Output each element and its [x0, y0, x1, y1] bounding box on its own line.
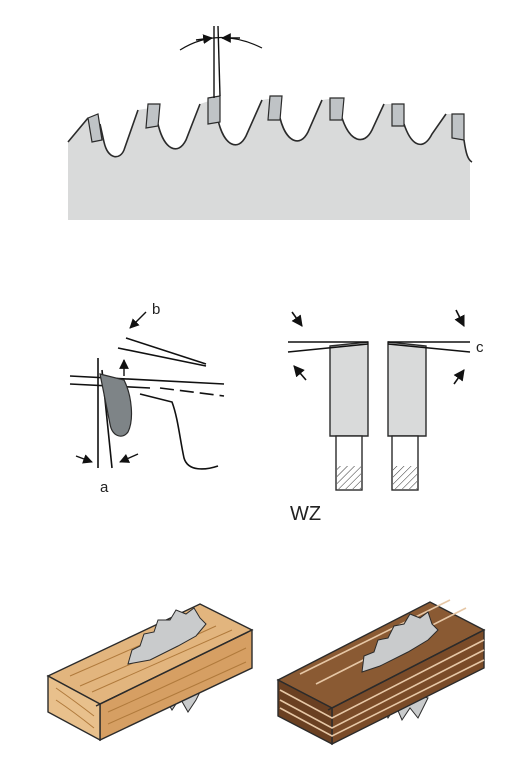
tooth-tip: [391, 103, 405, 127]
tooth-tip: [87, 113, 103, 143]
wood-grain: [55, 619, 247, 729]
saw-kerf: [327, 631, 481, 711]
c-arrow-tl: [291, 311, 303, 327]
a-arrow-right: [119, 453, 139, 463]
blade-outline: [67, 99, 473, 163]
saw-kerf: [95, 631, 249, 707]
bevel-left-lower: [287, 343, 369, 353]
saw-blade-upper: [361, 611, 439, 673]
c-arrow-tr: [454, 309, 465, 328]
label-a: a: [100, 479, 109, 496]
solid-wood-cut-illustration: [46, 603, 254, 742]
bevel-right-lower: [387, 343, 471, 353]
reference-line-dashed: [159, 387, 225, 397]
rake-clearance-angle-diagram: b a: [69, 301, 225, 496]
right-hatch: [393, 466, 417, 489]
tooth-tip: [207, 95, 221, 125]
wz-tooth-front-view-diagram: c WZ: [287, 309, 484, 525]
top-bevel-line: [125, 337, 207, 365]
c-arrow-bl: [293, 365, 307, 381]
tooth-profile-diagram: [67, 25, 473, 220]
layered-board-cut-illustration: [276, 599, 486, 746]
right-tooth-body: [387, 341, 427, 437]
c-arrow-br: [453, 369, 465, 385]
label-wz: WZ: [290, 503, 321, 525]
tooth-tip: [329, 97, 345, 121]
tooth-tip: [451, 113, 465, 141]
top-bevel-line: [117, 347, 207, 367]
b-arrow: [129, 311, 147, 329]
blade-body: [68, 98, 471, 220]
tooth-tip: [145, 103, 161, 129]
tooth-tip-side: [99, 373, 133, 437]
rake-angle-indicator: [179, 25, 263, 98]
saw-blade-upper: [127, 607, 207, 665]
tooth-tip: [267, 95, 283, 121]
reference-line: [69, 375, 225, 385]
carbide-tips: [87, 95, 465, 143]
a-arrow-left: [75, 454, 93, 464]
gullet-curve: [139, 393, 219, 470]
label-b: b: [152, 301, 160, 318]
left-tooth-body: [329, 341, 369, 437]
left-hatch: [337, 466, 361, 489]
label-c: c: [476, 339, 484, 356]
